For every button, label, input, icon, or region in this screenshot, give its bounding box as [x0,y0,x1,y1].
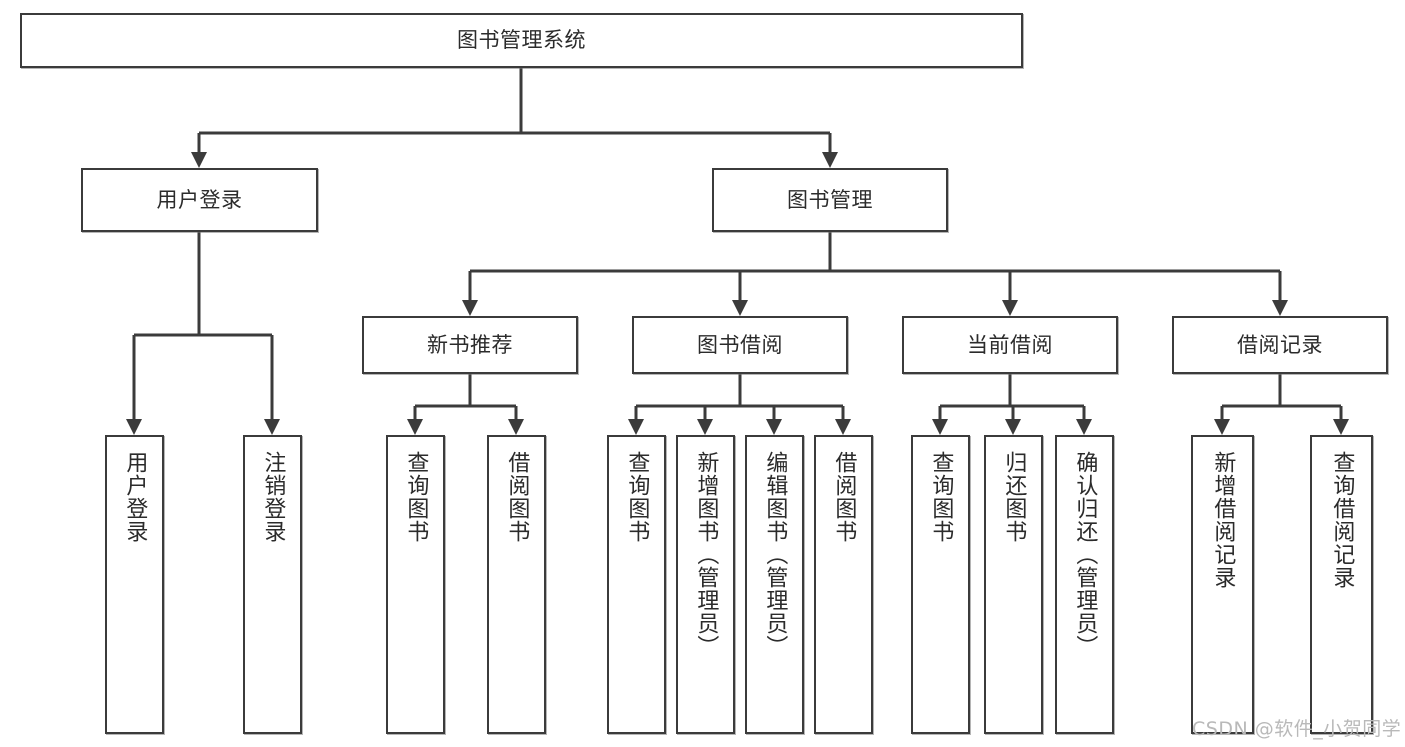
node-label: 用户登录 [156,187,243,212]
arrow-head [1002,300,1018,316]
node-label: 新增图书（管理员） [693,451,719,658]
node-label: 归还图书 [1001,451,1027,543]
node-box-leaf-confirm-return[interactable]: 确认归还（管理员） [1055,435,1114,734]
arrow-head [191,152,207,168]
node-box-leaf-query-book-1[interactable]: 查询图书 [386,435,445,734]
node-box-leaf-query-book-3[interactable]: 查询图书 [911,435,970,734]
arrow-head [407,419,423,435]
arrow-head [932,419,948,435]
node-label: 查询图书 [403,451,429,543]
arrow-head [126,419,142,435]
arrow-head [766,419,782,435]
node-box-leaf-edit-book[interactable]: 编辑图书（管理员） [745,435,804,734]
arrow-head [822,152,838,168]
node-label: 查询图书 [928,451,954,543]
arrow-head [835,419,851,435]
node-label: 确认归还（管理员） [1072,451,1098,658]
arrow-head [697,419,713,435]
node-box-leaf-add-record[interactable]: 新增借阅记录 [1191,435,1254,734]
node-box-leaf-add-book[interactable]: 新增图书（管理员） [676,435,735,734]
arrow-head [264,419,280,435]
arrow-head [1272,300,1288,316]
node-label: 图书管理 [787,187,873,212]
node-box-leaf-query-record[interactable]: 查询借阅记录 [1310,435,1373,734]
arrow-head [628,419,644,435]
node-label: 图书管理系统 [457,28,586,53]
arrow-head [462,300,478,316]
node-box-borrow-record[interactable]: 借阅记录 [1172,316,1388,374]
arrow-head [1333,419,1349,435]
arrow-head [1214,419,1230,435]
node-box-leaf-borrow-book-2[interactable]: 借阅图书 [814,435,873,734]
node-label: 注销登录 [260,451,286,543]
arrow-head [1076,419,1092,435]
node-box-leaf-query-book-2[interactable]: 查询图书 [607,435,666,734]
node-label: 编辑图书（管理员） [762,451,788,658]
node-box-root[interactable]: 图书管理系统 [20,13,1023,68]
node-box-book-manage[interactable]: 图书管理 [712,168,948,232]
node-label: 查询图书 [624,451,650,543]
node-label: 新书推荐 [427,332,513,357]
arrow-head [732,300,748,316]
node-box-leaf-logout[interactable]: 注销登录 [243,435,302,734]
node-label: 图书借阅 [697,332,783,357]
node-box-current-borrow[interactable]: 当前借阅 [902,316,1118,374]
node-label: 新增借阅记录 [1210,451,1236,589]
arrow-head [1005,419,1021,435]
node-label: 借阅图书 [504,451,530,543]
node-box-leaf-user-login[interactable]: 用户登录 [105,435,164,734]
node-box-book-borrow[interactable]: 图书借阅 [632,316,848,374]
arrow-head [508,419,524,435]
node-label: 当前借阅 [967,332,1053,357]
node-box-leaf-return-book[interactable]: 归还图书 [984,435,1043,734]
node-label: 借阅图书 [831,451,857,543]
node-box-leaf-borrow-book-1[interactable]: 借阅图书 [487,435,546,734]
node-label: 查询借阅记录 [1329,451,1355,589]
node-box-new-book-recommend[interactable]: 新书推荐 [362,316,578,374]
node-box-user-login[interactable]: 用户登录 [81,168,318,232]
node-label: 借阅记录 [1237,332,1323,357]
node-label: 用户登录 [122,451,148,543]
